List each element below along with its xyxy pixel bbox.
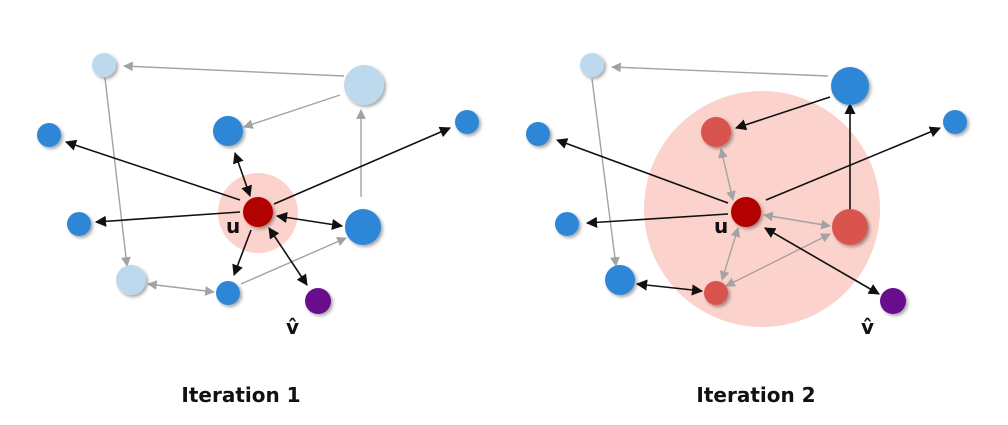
edge: [585, 213, 729, 228]
blue-node: [526, 122, 550, 146]
edge: [764, 227, 880, 295]
blue-node: [216, 281, 240, 305]
blue-node: [345, 209, 381, 245]
blue-node: [455, 110, 479, 134]
edge: [635, 279, 704, 296]
edge: [765, 126, 942, 201]
edge: [734, 96, 831, 131]
edge: [275, 211, 344, 231]
center-node-label: u: [714, 214, 728, 238]
panel-caption: Iteration 2: [696, 383, 815, 407]
blue-node: [37, 123, 61, 147]
faded-node: [344, 65, 384, 105]
panel-iteration-2: u v̂ Iteration 2: [526, 53, 967, 407]
edge: [94, 211, 241, 227]
faded-node: [92, 53, 116, 77]
edge: [147, 280, 215, 296]
edge: [555, 138, 729, 204]
edge: [763, 211, 831, 230]
faded-node: [116, 265, 146, 295]
blue-node: [213, 116, 243, 146]
red-node: [832, 209, 868, 245]
center-node-label: u: [226, 214, 240, 238]
edge: [273, 126, 452, 205]
blue-node: [943, 110, 967, 134]
center-node-u: [243, 197, 273, 227]
blue-node: [831, 67, 869, 105]
blue-node: [605, 265, 635, 295]
edge: [243, 94, 341, 129]
faded-node: [580, 53, 604, 77]
edge: [591, 78, 620, 267]
panel-iteration-1: u v̂ Iteration 1: [37, 53, 479, 407]
blue-node: [555, 212, 579, 236]
edge: [123, 61, 345, 77]
red-node: [704, 281, 728, 305]
dark-edges: [64, 126, 452, 286]
panel-caption: Iteration 1: [181, 383, 300, 407]
target-node-v: [305, 288, 331, 314]
edge: [232, 229, 252, 277]
dark-edges: [555, 96, 942, 296]
target-node-label: v̂: [286, 315, 299, 339]
edge: [104, 77, 131, 267]
edge: [64, 139, 241, 201]
neighborhood-halo: [644, 91, 880, 327]
edge: [233, 151, 252, 198]
edge: [611, 62, 829, 77]
target-node-label: v̂: [861, 315, 874, 339]
blue-node: [67, 212, 91, 236]
edge: [268, 227, 308, 286]
edge: [718, 148, 736, 201]
target-node-v: [880, 288, 906, 314]
gray-edges: [104, 61, 366, 296]
center-node-u: [731, 197, 761, 227]
red-node: [701, 117, 731, 147]
